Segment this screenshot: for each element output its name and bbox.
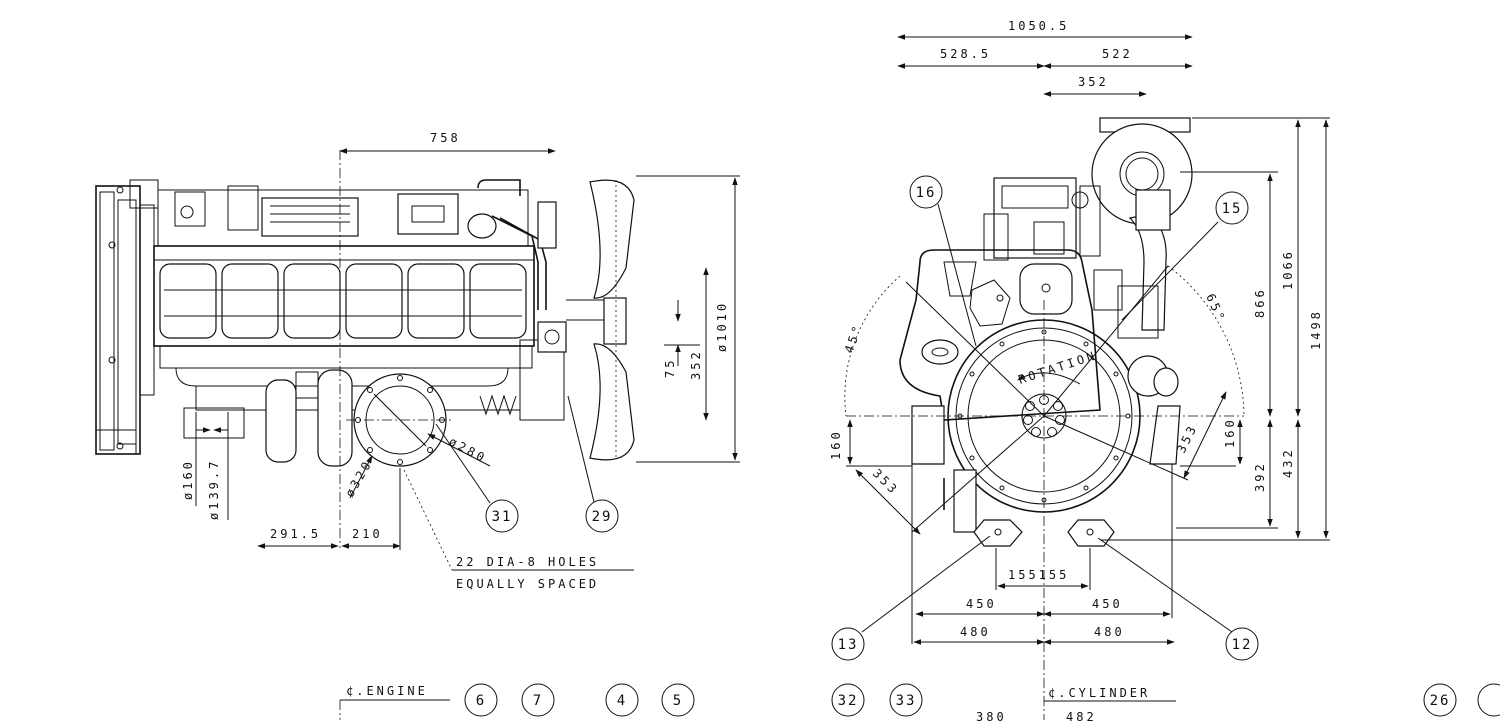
engine-mounts [911,405,1181,533]
balloon-15: 15 [1215,191,1249,225]
dim-210: 210 [352,527,383,541]
svg-text:12: 12 [1232,637,1253,653]
dim-dia-160: ø160 [181,459,195,500]
timing-cover [899,249,1101,421]
cylinder-centerline-label: ¢.CYLINDER [1048,686,1150,700]
holes-note-line1: 22 DIA-8 HOLES [456,555,599,569]
balloon-26: 26 [1423,683,1457,717]
front-upper-assembly [983,177,1101,261]
dim-320: ø320 [342,457,375,499]
dim-528-5: 528.5 [940,47,991,61]
dim-fan-dia-1010: ø1010 [715,301,729,352]
rotation-label: ROTATION [1017,348,1099,387]
balloon-32: 32 [831,683,865,717]
angle-45: 45° [842,321,866,355]
side-view: 758 ø1010 75 352 ø280 ø320 ø160 ø139.7 2… [95,131,740,720]
balloon-6: 6 [464,683,498,717]
dim-353-left: 353 [870,466,902,498]
dim-480-right: 480 [1094,625,1125,639]
balloon-16: 16 [909,175,943,209]
dim-480-left: 480 [960,625,991,639]
svg-text:16: 16 [916,185,937,201]
svg-text:13: 13 [838,637,859,653]
dim-1050-5: 1050.5 [1008,19,1069,33]
balloon-5: 5 [661,683,695,717]
dim-450-right: 450 [1092,597,1123,611]
balloon-33: 33 [889,683,923,717]
dim-380: 380 [976,710,1007,723]
holes-note-line2: EQUALLY SPACED [456,577,599,591]
svg-text:32: 32 [838,693,859,709]
exhaust-flange [346,373,454,467]
dim-432: 432 [1281,447,1295,478]
svg-text:7: 7 [533,693,543,709]
angle-65: 65° [1203,292,1228,326]
svg-text:5: 5 [673,693,683,709]
svg-text:15: 15 [1222,201,1243,217]
dim-1066: 1066 [1281,249,1295,290]
balloon-29: 29 [585,499,619,533]
alternator [1093,269,1179,397]
dim-450-left: 450 [966,597,997,611]
balloon-4: 4 [605,683,639,717]
dim-1498: 1498 [1309,309,1323,350]
balloon-12: 12 [1225,627,1259,661]
turbo-exhaust [265,369,353,467]
dim-75: 75 [663,358,677,378]
dim-522: 522 [1102,47,1133,61]
dim-392: 392 [1253,461,1267,492]
balloon-13: 13 [831,627,865,661]
dim-160-right: 160 [1223,417,1237,448]
dim-482: 482 [1066,710,1097,723]
dim-160-left: 160 [829,429,843,460]
dim-866: 866 [1253,287,1267,318]
cooling-fan [566,179,635,461]
dim-352-fan: 352 [689,349,703,380]
flywheel-housing [95,179,159,455]
balloon-partial [1477,683,1500,717]
balloon-7: 7 [521,683,555,717]
svg-text:26: 26 [1430,693,1451,709]
dim-155-155: 155155 [1008,568,1069,582]
dim-dia-139-7: ø139.7 [207,459,221,520]
balloon-31: 31 [485,499,519,533]
fuel-system [157,179,557,310]
engine-centerline-label: ¢.ENGINE [346,684,428,698]
svg-text:29: 29 [592,509,613,525]
cylinder-heads [159,263,527,339]
sump-ears [973,519,1115,547]
svg-text:6: 6 [476,693,486,709]
turbocharger [1091,117,1193,331]
svg-text:33: 33 [896,693,917,709]
svg-text:4: 4 [617,693,627,709]
dim-280: ø280 [447,434,490,466]
dim-758: 758 [430,131,461,145]
dim-291-5: 291.5 [270,527,321,541]
dim-352-top: 352 [1078,75,1109,89]
svg-text:31: 31 [492,509,513,525]
front-view: 1050.5 528.5 522 352 [829,19,1500,723]
